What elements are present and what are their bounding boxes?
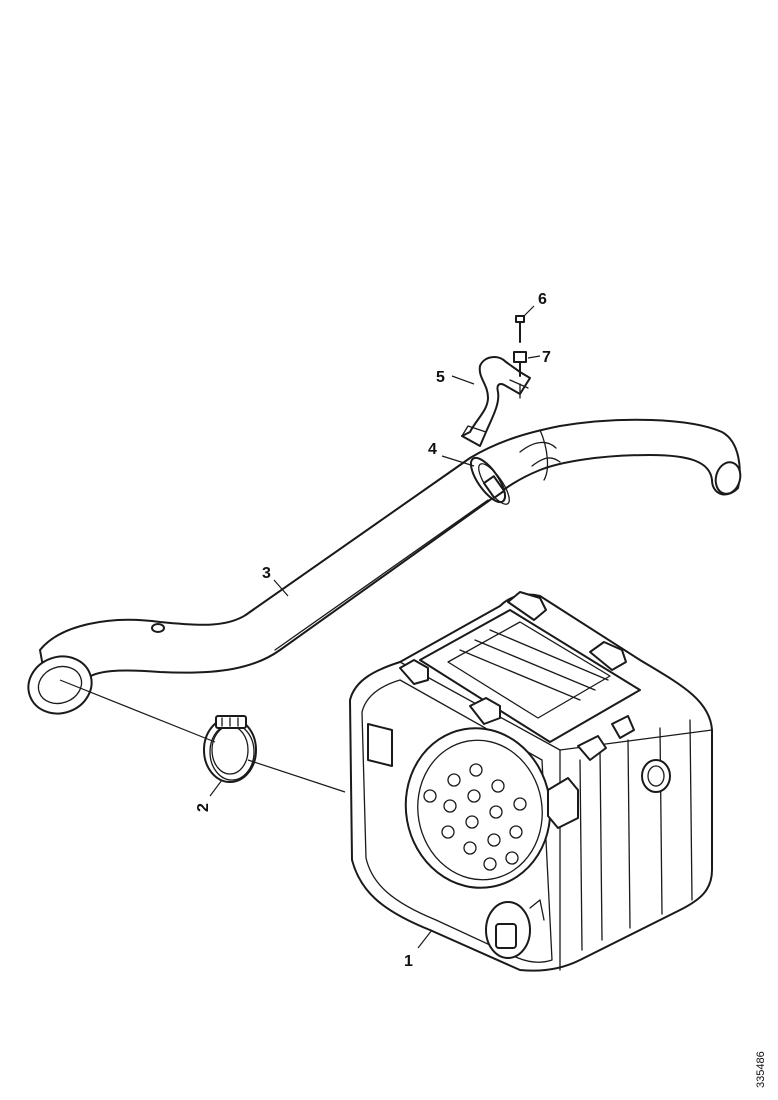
bracket bbox=[461, 356, 531, 447]
exhaust-pipe bbox=[27, 418, 742, 715]
hose-clamp bbox=[203, 715, 257, 783]
bolt bbox=[515, 315, 525, 343]
callout-7: 7 bbox=[542, 349, 551, 366]
callout-3: 3 bbox=[262, 565, 271, 582]
callout-5: 5 bbox=[436, 369, 445, 386]
callout-leaders bbox=[209, 305, 541, 949]
callout-2: 2 bbox=[195, 803, 212, 812]
muffler bbox=[349, 591, 713, 972]
callout-4: 4 bbox=[428, 441, 437, 458]
washer-nut bbox=[513, 351, 527, 399]
callout-6: 6 bbox=[538, 291, 547, 308]
figure-id: 335486 bbox=[755, 1051, 767, 1088]
pipe-clamp bbox=[469, 456, 510, 505]
callout-1: 1 bbox=[404, 953, 413, 970]
assembly-lines bbox=[59, 679, 346, 793]
callout-labels: 1 2 3 4 5 6 7 bbox=[195, 291, 551, 970]
